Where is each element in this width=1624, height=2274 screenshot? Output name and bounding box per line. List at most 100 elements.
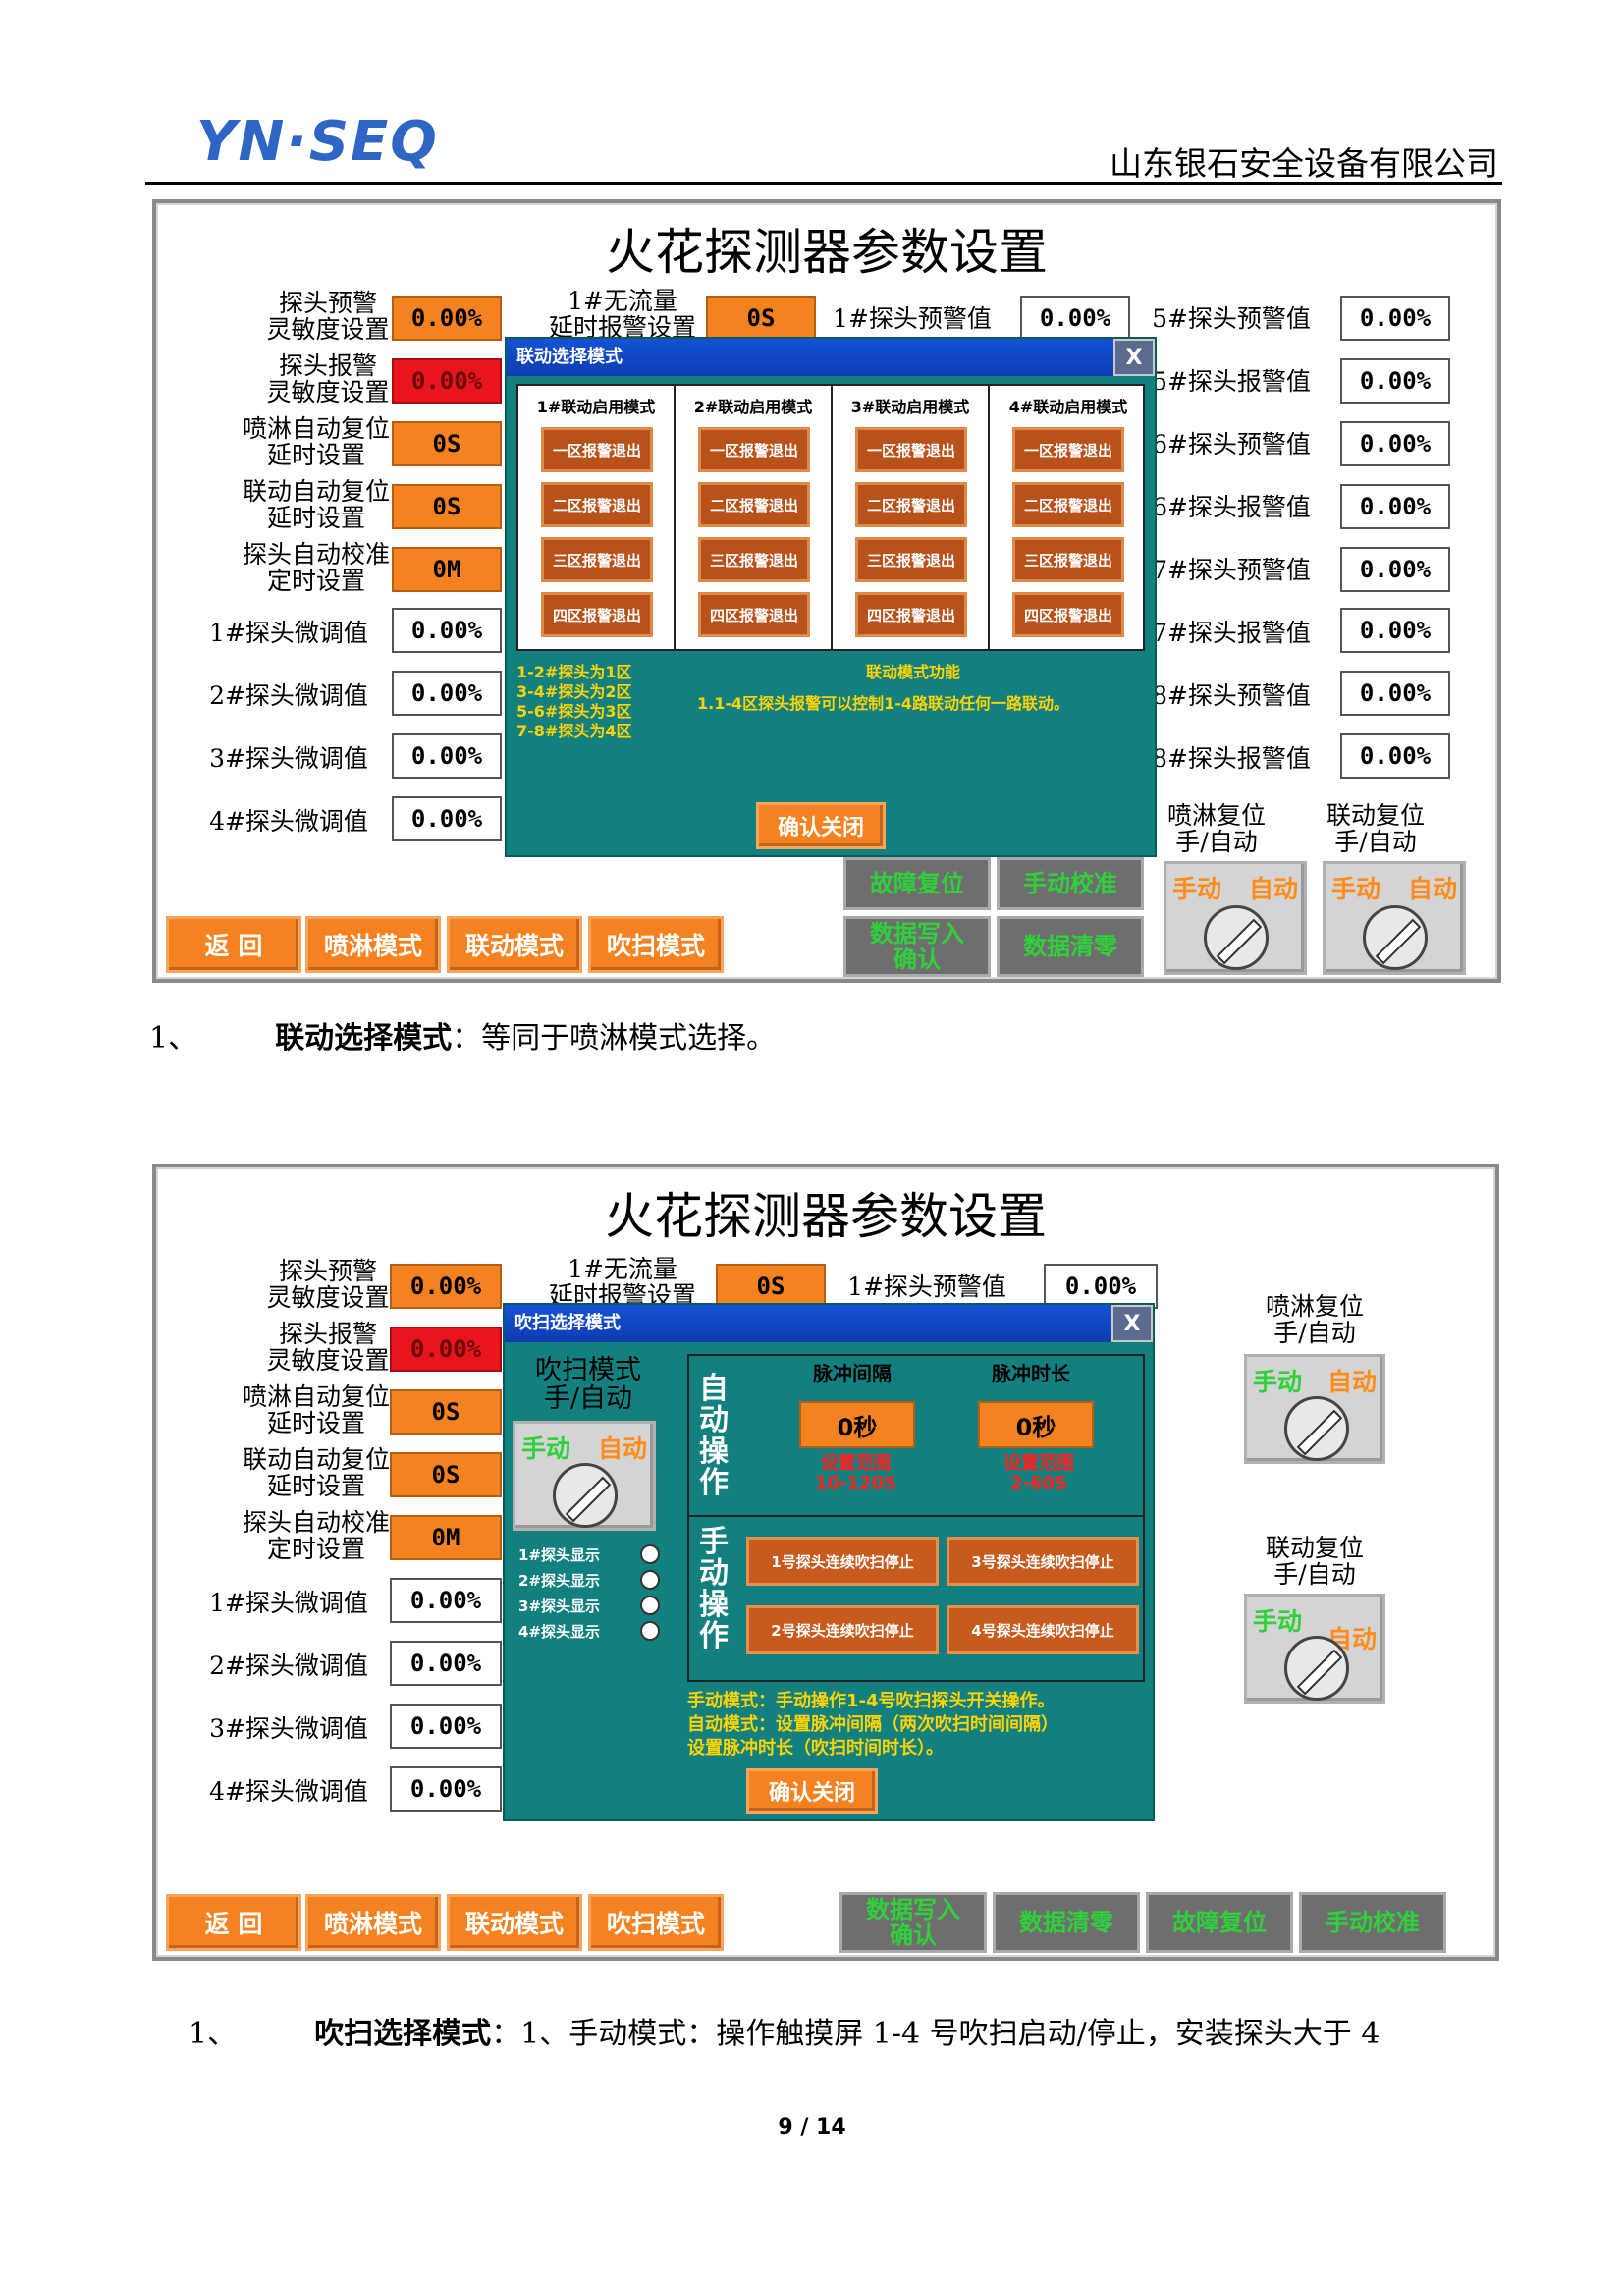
param-value[interactable]: 0S bbox=[390, 1389, 502, 1435]
param-value[interactable]: 0.00% bbox=[390, 1766, 502, 1812]
param-value[interactable]: 0.00% bbox=[390, 1326, 502, 1372]
spray-reset-toggle[interactable]: 手动 自动 bbox=[1164, 861, 1307, 975]
manual-calibrate-button[interactable]: 手动校准 bbox=[1299, 1892, 1446, 1953]
param-value[interactable]: 0.00% bbox=[1340, 296, 1450, 341]
param-label: 1#探头微调值 bbox=[209, 619, 368, 647]
blow-mode-toggle[interactable]: 手动 自动 bbox=[513, 1421, 656, 1531]
zone1-exit-button[interactable]: 一区报警退出 bbox=[855, 427, 967, 472]
selector-knob-icon bbox=[1363, 905, 1428, 970]
blow-control-panel bbox=[687, 1354, 1145, 1682]
blow-mode-button[interactable]: 吹扫模式 bbox=[588, 916, 724, 973]
param-value[interactable]: 0.00% bbox=[1340, 671, 1450, 716]
spray-reset-toggle[interactable]: 手动 自动 bbox=[1244, 1354, 1385, 1464]
back-button[interactable]: 返 回 bbox=[166, 916, 301, 973]
linkage-reset-toggle[interactable]: 手动 自动 bbox=[1323, 861, 1466, 975]
param-value[interactable]: 0M bbox=[390, 1515, 502, 1560]
zone1-exit-button[interactable]: 一区报警退出 bbox=[1012, 427, 1124, 472]
auto-operation-label: 自动操作 bbox=[699, 1372, 729, 1500]
probe3-indicator[interactable] bbox=[640, 1596, 660, 1615]
linkage-mode-button[interactable]: 联动模式 bbox=[447, 1894, 582, 1951]
close-button[interactable]: X bbox=[1111, 1305, 1153, 1342]
data-write-button[interactable]: 数据写入 确认 bbox=[839, 1892, 987, 1953]
spray-mode-button[interactable]: 喷淋模式 bbox=[305, 916, 441, 973]
param-value[interactable]: 0.00% bbox=[1340, 608, 1450, 653]
toggle-title: 联动复位 手/自动 bbox=[1326, 801, 1425, 856]
param-value[interactable]: 0.00% bbox=[392, 733, 502, 779]
zone4-exit-button[interactable]: 四区报警退出 bbox=[698, 592, 810, 637]
toggle-title: 联动复位 手/自动 bbox=[1265, 1534, 1364, 1589]
param-value[interactable]: 0.00% bbox=[392, 796, 502, 841]
param-value[interactable]: 0.00% bbox=[1340, 358, 1450, 404]
param-label: 2#探头微调值 bbox=[209, 1651, 368, 1680]
probe3-blow-button[interactable]: 3号探头连续吹扫停止 bbox=[947, 1537, 1139, 1586]
dialog-title: 联动选择模式 bbox=[507, 339, 1155, 376]
param-value[interactable]: 0S bbox=[392, 421, 502, 466]
param-value[interactable]: 0.00% bbox=[390, 1264, 502, 1309]
data-clear-button[interactable]: 数据清零 bbox=[993, 1892, 1140, 1953]
param-label: 1#探头微调值 bbox=[209, 1589, 368, 1617]
zone2-exit-button[interactable]: 二区报警退出 bbox=[1012, 482, 1124, 527]
param-value[interactable]: 0.00% bbox=[392, 671, 502, 716]
zone1-exit-button[interactable]: 一区报警退出 bbox=[698, 427, 810, 472]
param-value[interactable]: 0.00% bbox=[1340, 484, 1450, 529]
zone3-exit-button[interactable]: 三区报警退出 bbox=[698, 537, 810, 582]
param-value[interactable]: 0.00% bbox=[390, 1578, 502, 1623]
zone4-exit-button[interactable]: 四区报警退出 bbox=[541, 592, 653, 637]
linkage-mode-button[interactable]: 联动模式 bbox=[447, 916, 582, 973]
param-label: 联动自动复位 延时设置 bbox=[242, 1445, 390, 1500]
probe1-blow-button[interactable]: 1号探头连续吹扫停止 bbox=[746, 1537, 939, 1586]
zone4-exit-button[interactable]: 四区报警退出 bbox=[855, 592, 967, 637]
spray-mode-button[interactable]: 喷淋模式 bbox=[305, 1894, 441, 1951]
confirm-close-button[interactable]: 确认关闭 bbox=[746, 1768, 878, 1814]
param-label: 5#探头预警值 bbox=[1152, 304, 1311, 333]
zone2-exit-button[interactable]: 二区报警退出 bbox=[541, 482, 653, 527]
param-value[interactable]: 0M bbox=[392, 547, 502, 592]
data-clear-button[interactable]: 数据清零 bbox=[997, 916, 1144, 977]
param-label: 5#探头报警值 bbox=[1152, 367, 1311, 396]
param-value[interactable]: 0.00% bbox=[392, 608, 502, 653]
probe1-indicator[interactable] bbox=[640, 1544, 660, 1564]
param-label: 8#探头报警值 bbox=[1152, 744, 1311, 773]
probe4-blow-button[interactable]: 4号探头连续吹扫停止 bbox=[947, 1605, 1139, 1654]
confirm-close-button[interactable]: 确认关闭 bbox=[756, 802, 886, 849]
zone1-exit-button[interactable]: 一区报警退出 bbox=[541, 427, 653, 472]
param-value[interactable]: 0.00% bbox=[392, 358, 502, 404]
zone4-exit-button[interactable]: 四区报警退出 bbox=[1012, 592, 1124, 637]
param-value[interactable]: 0.00% bbox=[392, 296, 502, 341]
zone3-exit-button[interactable]: 三区报警退出 bbox=[855, 537, 967, 582]
param-label: 3#探头微调值 bbox=[209, 744, 368, 773]
linkage-reset-toggle[interactable]: 手动 自动 bbox=[1244, 1594, 1385, 1704]
zone3-exit-button[interactable]: 三区报警退出 bbox=[541, 537, 653, 582]
back-button[interactable]: 返 回 bbox=[166, 1894, 301, 1951]
param-value[interactable]: 0.00% bbox=[1340, 733, 1450, 779]
param-value[interactable]: 0S bbox=[390, 1452, 502, 1497]
fault-reset-button[interactable]: 故障复位 bbox=[843, 857, 991, 910]
probe4-indicator[interactable] bbox=[640, 1621, 660, 1641]
zone2-exit-button[interactable]: 二区报警退出 bbox=[855, 482, 967, 527]
selector-knob-icon bbox=[553, 1463, 618, 1528]
param-value[interactable]: 0S bbox=[392, 484, 502, 529]
probe2-blow-button[interactable]: 2号探头连续吹扫停止 bbox=[746, 1605, 939, 1654]
probe2-indicator[interactable] bbox=[640, 1570, 660, 1590]
column-header: 2#联动启用模式 bbox=[693, 398, 813, 416]
pulse-interval-input[interactable]: 0秒 bbox=[799, 1401, 915, 1448]
function-title: 联动模式功能 bbox=[866, 663, 961, 681]
param-value[interactable]: 0.00% bbox=[1020, 296, 1130, 341]
blow-mode-button[interactable]: 吹扫模式 bbox=[588, 1894, 724, 1951]
pulse-length-input[interactable]: 0秒 bbox=[978, 1401, 1094, 1448]
zone2-exit-button[interactable]: 二区报警退出 bbox=[698, 482, 810, 527]
dialog-title: 吹扫选择模式 bbox=[505, 1305, 1153, 1342]
param-value[interactable]: 0.00% bbox=[1340, 547, 1450, 592]
hmi-screen-blow: 火花探测器参数设置 探头预警 灵敏度设置 0.00% 探头报警 灵敏度设置 0.… bbox=[152, 1164, 1499, 1961]
company-logo: YN·SEQ bbox=[196, 110, 439, 174]
fault-reset-button[interactable]: 故障复位 bbox=[1146, 1892, 1293, 1953]
close-button[interactable]: X bbox=[1113, 339, 1155, 376]
param-value[interactable]: 0.00% bbox=[390, 1704, 502, 1749]
param-value[interactable]: 0.00% bbox=[1340, 421, 1450, 466]
manual-calibrate-button[interactable]: 手动校准 bbox=[997, 857, 1144, 910]
param-value[interactable]: 0.00% bbox=[390, 1641, 502, 1686]
data-write-button[interactable]: 数据写入 确认 bbox=[843, 916, 991, 977]
zone3-exit-button[interactable]: 三区报警退出 bbox=[1012, 537, 1124, 582]
param-value[interactable]: 0S bbox=[706, 296, 816, 341]
column-header: 4#联动启用模式 bbox=[1008, 398, 1128, 416]
